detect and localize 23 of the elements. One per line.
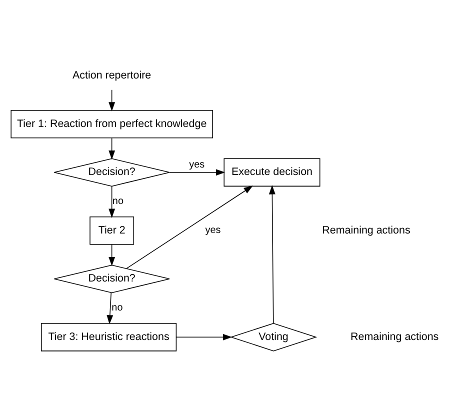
arrow [108, 137, 116, 160]
arrow [126, 185, 253, 268]
node-diamond: Decision? [54, 158, 170, 186]
arrow [108, 244, 116, 266]
node-diamond: Voting [230, 322, 318, 351]
node-box: Tier 1: Reaction from perfect knowledge [10, 109, 213, 138]
arrow [108, 89, 116, 111]
edge-label: yes [205, 224, 221, 236]
node-text: Action repertoire [72, 69, 152, 82]
arrow [106, 292, 114, 324]
label: Remaining actions [322, 224, 410, 236]
edge-label: yes [189, 158, 205, 170]
node-box: Tier 2 [90, 216, 134, 244]
edge-label: no [112, 196, 124, 207]
label: Remaining actions [350, 330, 439, 342]
arrow [176, 333, 232, 340]
arrow [268, 184, 276, 324]
edge-label: no [112, 302, 123, 314]
node-box: Execute decision [224, 158, 320, 186]
arrow [169, 168, 226, 176]
node-diamond: Decision? [54, 264, 170, 293]
arrow [108, 185, 116, 218]
node-box: Tier 3: Heuristic reactions [40, 322, 177, 351]
